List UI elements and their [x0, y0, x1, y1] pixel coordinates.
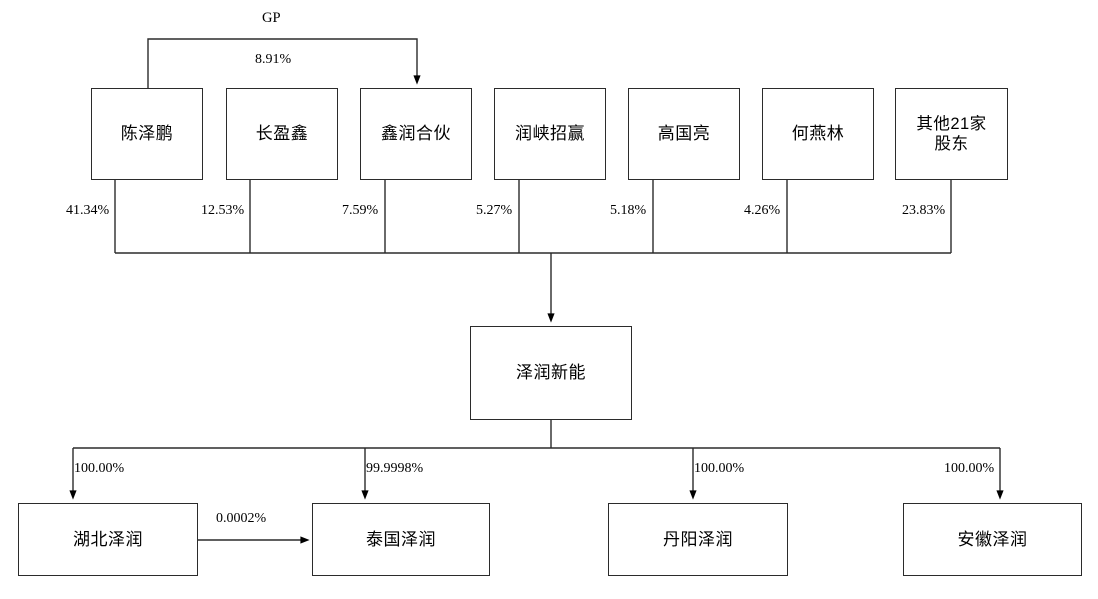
- shareholder-label: 长盈鑫: [255, 124, 309, 144]
- stake-label-chenzepeng: 41.34%: [66, 203, 110, 218]
- shareholder-box-other21[interactable]: 其他21家 股东: [895, 88, 1008, 180]
- shareholder-label: 其他21家 股东: [916, 114, 987, 153]
- company-label: 泽润新能: [516, 363, 586, 383]
- shareholder-box-heyanlin[interactable]: 何燕林: [762, 88, 874, 180]
- gp-role-label: GP: [262, 10, 281, 26]
- subsidiary-box-taiguozerun[interactable]: 泰国泽润: [312, 503, 490, 576]
- stake-label-anhuizerun: 100.00%: [944, 461, 995, 476]
- shareholder-box-runxiazhaoying[interactable]: 润峡招赢: [494, 88, 606, 180]
- shareholder-label: 高国亮: [657, 124, 711, 144]
- company-distribution-lines: [69, 420, 1004, 500]
- subsidiary-box-anhuizerun[interactable]: 安徽泽润: [903, 503, 1082, 576]
- shareholder-box-changyingxin[interactable]: 长盈鑫: [226, 88, 338, 180]
- stake-label-gaoguoliang: 5.18%: [610, 203, 647, 218]
- shareholder-box-chenzepeng[interactable]: 陈泽鹏: [91, 88, 203, 180]
- shareholder-box-gaoguoliang[interactable]: 高国亮: [628, 88, 740, 180]
- subsidiary-label: 丹阳泽润: [663, 529, 733, 549]
- stake-label-taiguozerun: 99.9998%: [366, 461, 424, 476]
- shareholder-bus-line: [115, 252, 951, 323]
- stake-label-danyangzerun: 100.00%: [694, 461, 745, 476]
- subsidiary-box-hubeizerun[interactable]: 湖北泽润: [18, 503, 198, 576]
- stake-label-runxiazhaoying: 5.27%: [476, 203, 513, 218]
- shareholder-label: 陈泽鹏: [120, 124, 174, 144]
- subsidiary-label: 泰国泽润: [366, 529, 436, 549]
- gp-connector: [147, 38, 421, 88]
- stake-label-cross-holding: 0.0002%: [216, 511, 267, 526]
- shareholder-drop-lines: [114, 180, 952, 253]
- subsidiary-label: 安徽泽润: [957, 529, 1028, 549]
- stake-label-changyingxin: 12.53%: [201, 203, 245, 218]
- shareholder-label: 何燕林: [791, 124, 845, 144]
- shareholder-label: 润峡招赢: [515, 124, 585, 144]
- company-box-zerunxinneng[interactable]: 泽润新能: [470, 326, 632, 420]
- gp-stake-label: 8.91%: [255, 52, 292, 67]
- stake-label-other21: 23.83%: [902, 203, 946, 218]
- stake-label-heyanlin: 4.26%: [744, 203, 781, 218]
- shareholder-label: 鑫润合伙: [381, 124, 451, 144]
- shareholder-box-xinrunhehuo[interactable]: 鑫润合伙: [360, 88, 472, 180]
- stake-label-xinrunhehuo: 7.59%: [342, 203, 379, 218]
- stake-label-hubeizerun: 100.00%: [74, 461, 125, 476]
- subsidiary-label: 湖北泽润: [73, 529, 143, 549]
- subsidiary-box-danyangzerun[interactable]: 丹阳泽润: [608, 503, 788, 576]
